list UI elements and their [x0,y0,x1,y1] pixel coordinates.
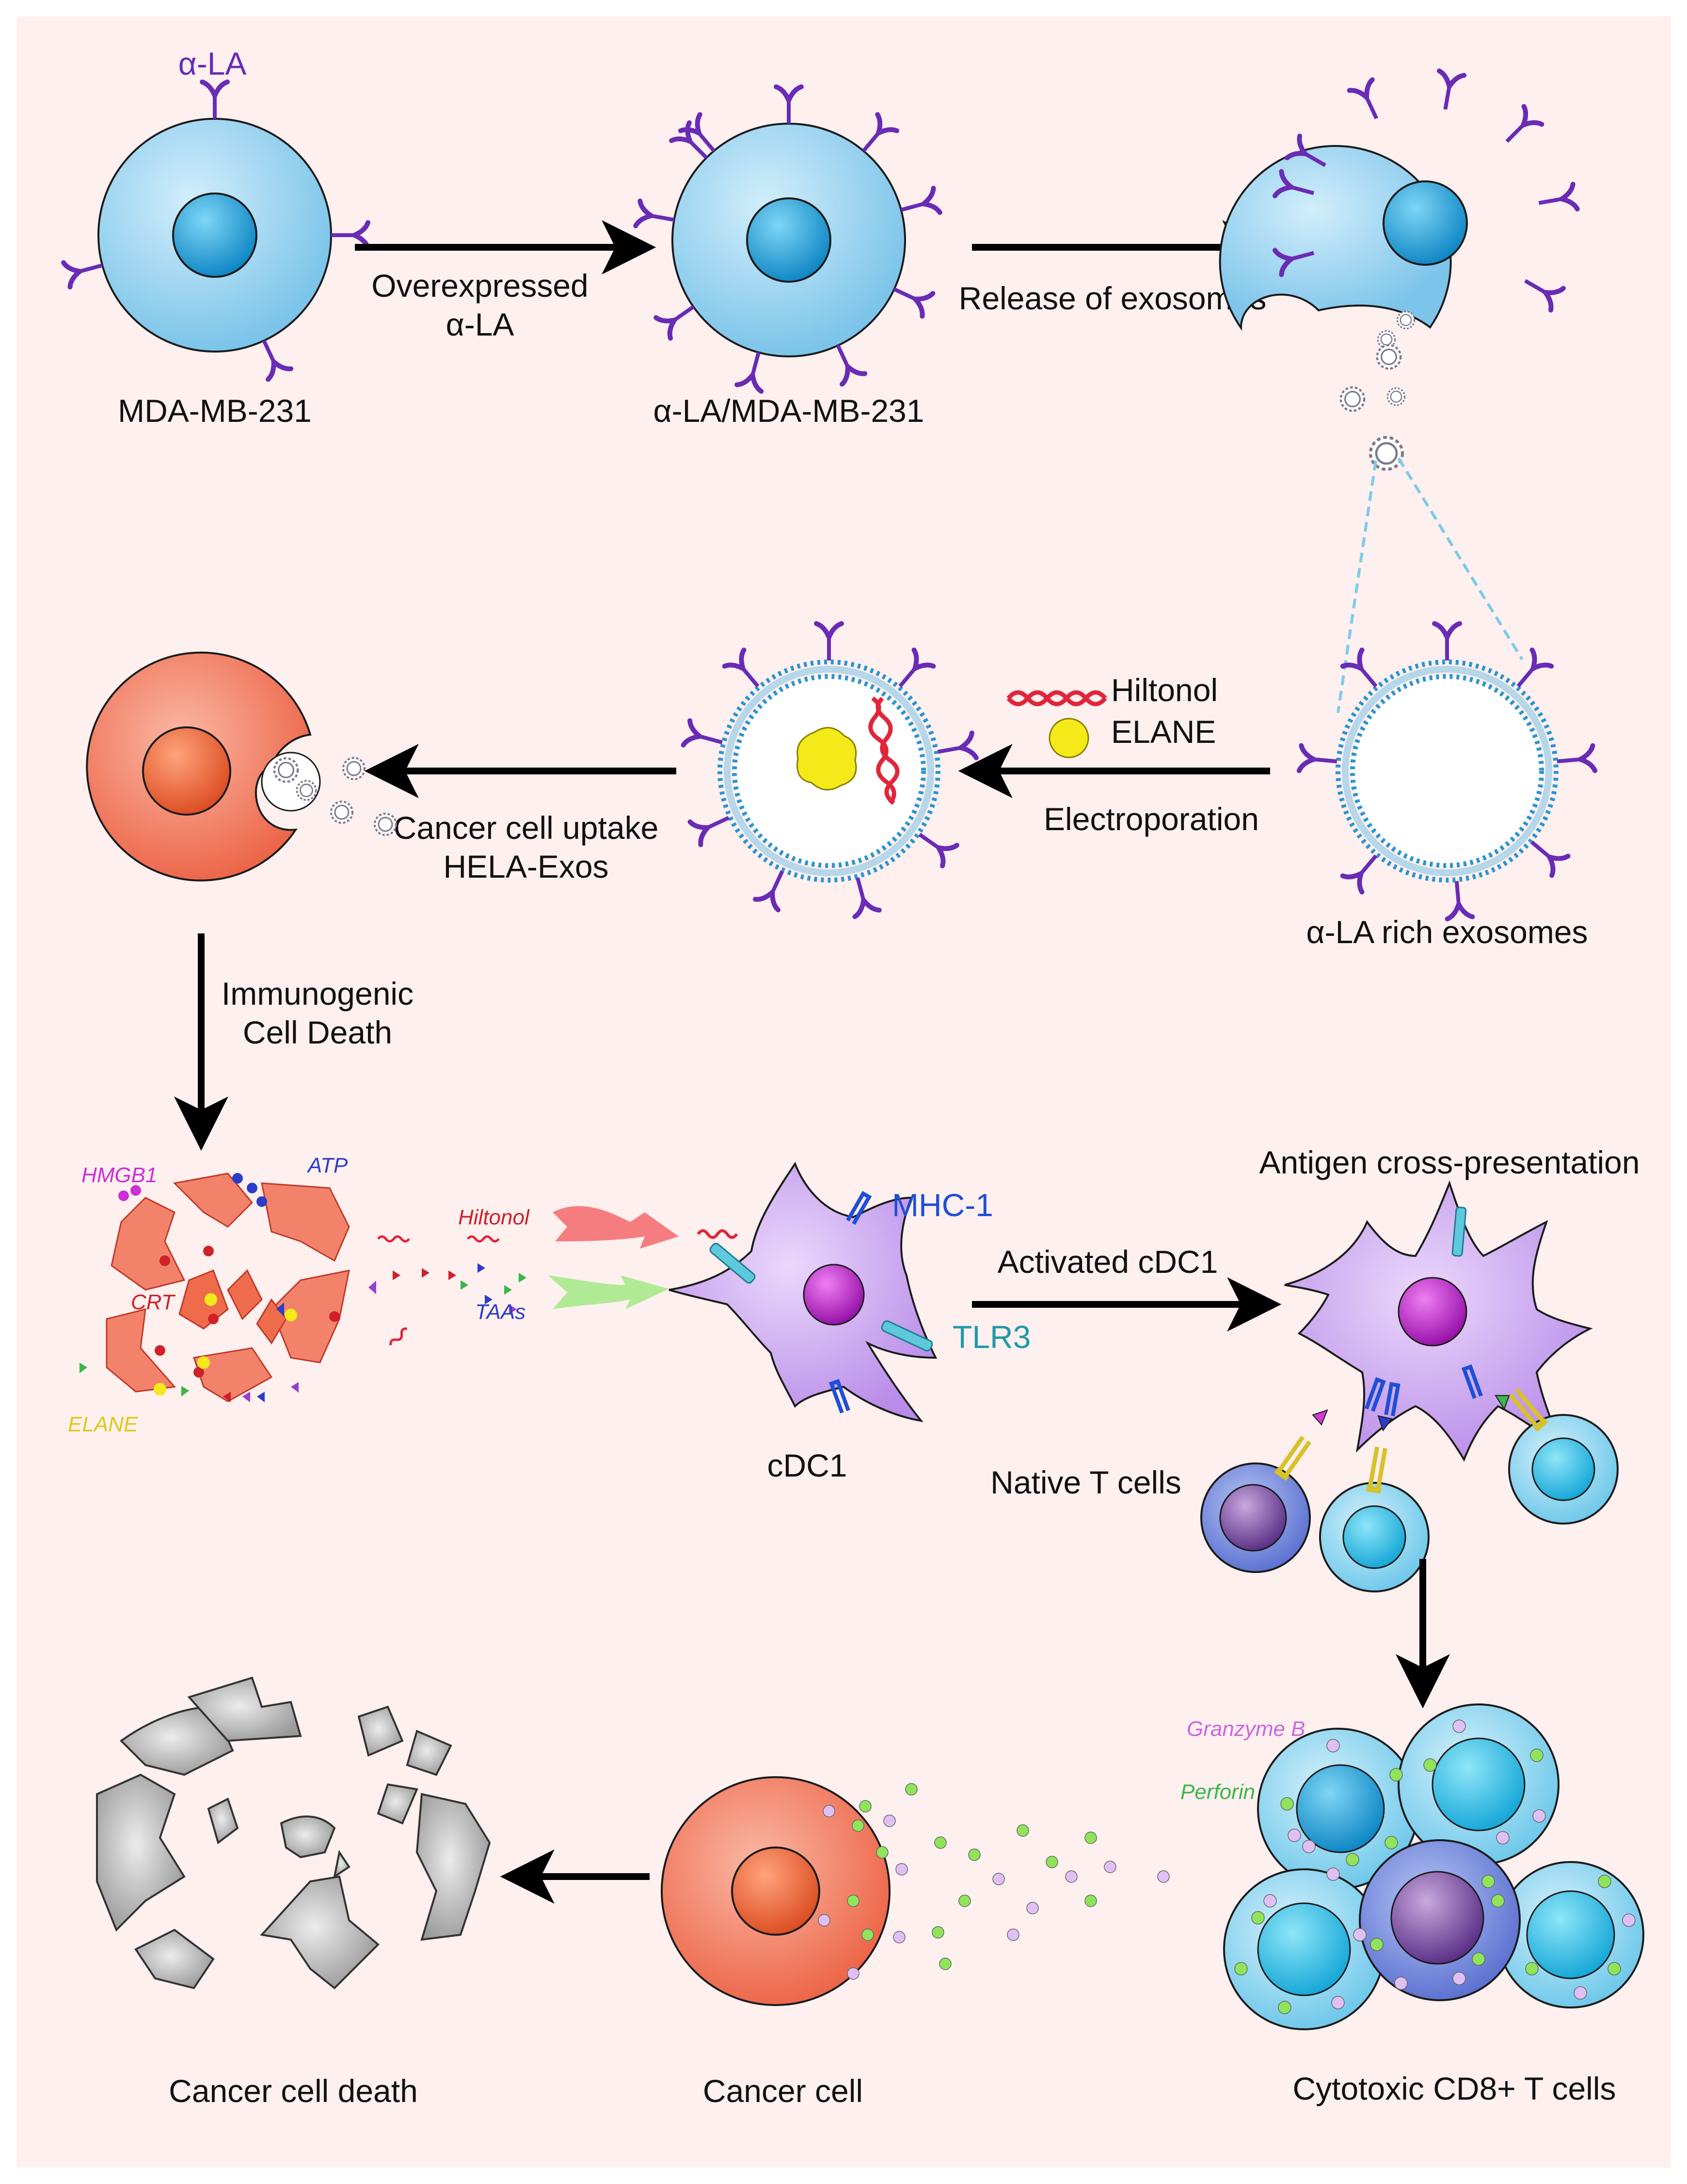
antigen-triangle-icon [1312,1409,1328,1426]
taas-label: TAAs [475,1300,525,1324]
cancer-cell-uptake [86,651,321,882]
dna-helix-icon [377,1235,500,1346]
antigen-triangle-icon [1495,1395,1510,1411]
arrow-icon [553,1206,679,1249]
native-t-cell-3 [1495,1387,1619,1525]
dead-cancer-cell-fragments [96,1676,491,1990]
activated-dc-cell [1284,1180,1593,1462]
elane-particle-icon [1049,718,1089,758]
mda-mb-231-label: MDA-MB-231 [118,393,312,429]
hela-exosome [684,624,976,916]
alpha-la-mda-mb-231-cell [636,87,940,391]
exosome-icon [1386,387,1406,406]
tlr3-receptor-icon [881,1320,933,1352]
icd-label-line1: Immunogenic [222,976,414,1012]
dying-cancer-cell-fragments [106,1172,350,1402]
exosome-icon [342,757,366,780]
dna-helix-icon [697,1229,738,1239]
cdc1-label: cDC1 [767,1447,847,1483]
native-t-cells-label: Native T cells [990,1464,1181,1500]
alpha-la-mda-mb-231-label: α-LA/MDA-MB-231 [653,393,924,429]
dna-helix-icon [868,696,900,805]
icd-label-line2: Cell Death [243,1014,392,1050]
granzyme-label: Granzyme B [1187,1717,1305,1741]
tlr3-receptor-icon [709,1242,756,1284]
cross-presentation-label: Antigen cross-presentation [1259,1144,1639,1180]
dna-helix-icon [1006,690,1107,707]
exosome-icon [1341,387,1364,411]
exosome-releasing-cell [1219,71,1577,331]
receptor-label: α-LA [178,46,247,81]
granule-particles [1234,1719,1636,2014]
hmgb1-label: HMGB1 [81,1163,157,1187]
exosome-icon [1377,345,1401,369]
exosome-icon [274,758,298,782]
cytotoxic-t-cells-label: Cytotoxic CD8+ T cells [1293,2071,1616,2106]
atp-label: ATP [306,1154,348,1177]
zoom-line [1397,457,1524,660]
native-t-cell-2 [1319,1415,1430,1592]
taa-particles [393,1263,526,1314]
exosome-icon [296,780,317,801]
cancer-cell-death-label: Cancer cell death [169,2073,418,2109]
cdc1-cell [668,1161,938,1422]
mhc1-label: MHC-1 [892,1187,993,1223]
arrow-icon [548,1275,669,1309]
exosome-icon [374,813,397,836]
elane-dam-label: ELANE [68,1413,138,1436]
arrow1-label-line1: Overexpressed [371,268,589,304]
arrow2-label: Release of exosomes [959,280,1267,316]
cytotoxic-t-cell-cluster [1223,1703,1644,2030]
alpha-la-rich-exosomes-label: α-LA rich exosomes [1306,914,1588,950]
elane-label: ELANE [1111,714,1216,750]
activated-cdc1-label: Activated cDC1 [998,1244,1218,1280]
electroporation-label: Electroporation [1044,801,1259,837]
uptake-label-line2: HELA-Exos [443,849,608,884]
tlr3-label: TLR3 [953,1319,1031,1355]
zoom-line [1337,460,1377,713]
uptake-label-line1: Cancer cell uptake [394,810,659,846]
damp-particles [80,1173,376,1402]
perforin-label: Perforin [1180,1780,1255,1804]
hiltonol-dam-label: Hiltonol [458,1205,530,1229]
antigen-triangle-icon [1377,1415,1393,1432]
alpha-la-rich-exosome [1299,624,1595,919]
crt-label: CRT [131,1290,176,1314]
arrow1-label-line2: α-LA [446,306,514,342]
mhc-receptor-icon [1451,1206,1467,1257]
native-t-cell-1 [1200,1409,1328,1573]
elane-particle-icon [796,727,857,791]
cancer-cell-label: Cancer cell [703,2073,863,2109]
mda-mb-231-cell [64,82,368,379]
exosome-icon [1396,310,1416,330]
target-cancer-cell [661,1776,891,2006]
exosome-icon [330,801,353,824]
hiltonol-label: Hiltonol [1111,672,1218,708]
cytotoxic-granules [818,1783,1170,1980]
